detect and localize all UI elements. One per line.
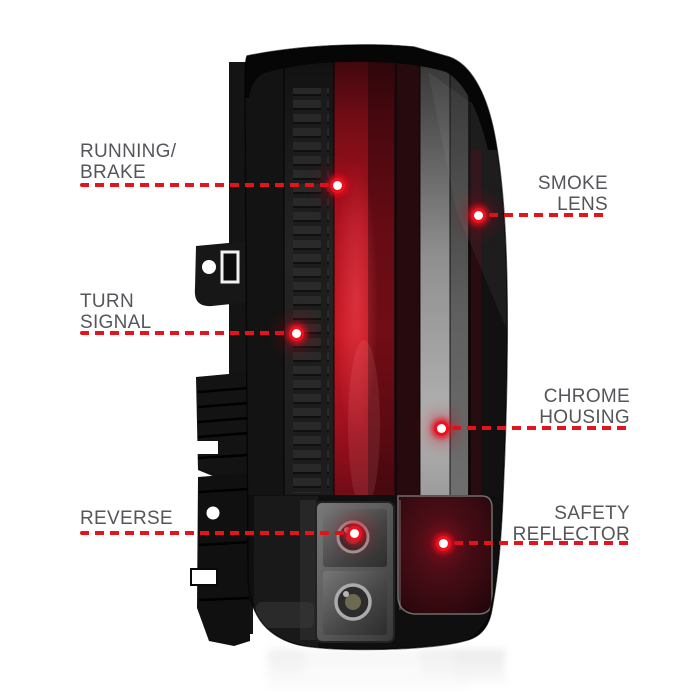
mounting-bracket [190,62,253,646]
callout-dash-line [452,426,627,430]
label-line: REFLECTOR [512,524,630,545]
callout-label: REVERSE [80,508,173,529]
callout-label: SMOKE LENS [538,173,608,215]
callout-dash-line [489,213,608,217]
lens-body [244,44,509,651]
label-line: TURN [80,291,134,312]
floor-reflection [150,646,590,700]
callout-label: TURN SIGNAL [80,291,152,333]
label-line: LENS [557,194,608,215]
label-line: HOUSING [539,407,630,428]
callout-target-dot [292,329,301,338]
callout-target-dot [333,181,342,190]
callout-label: SAFETY REFLECTOR [513,503,630,545]
callout-target-dot [474,211,483,220]
callout-target-dot [350,529,359,538]
safety-reflector-panel [397,495,493,615]
label-line: BRAKE [80,162,146,183]
callout-dash-line [80,531,346,535]
label-line: REVERSE [80,508,173,529]
callout-target-dot [437,424,446,433]
label-line: SAFETY [554,503,630,524]
callout-label: CHROME HOUSING [539,386,630,428]
callout-dash-line [80,183,329,187]
label-line: SMOKE [537,173,608,194]
label-line: SIGNAL [80,312,152,333]
label-line: CHROME [543,386,630,407]
callout-target-dot [439,539,448,548]
callout-dash-line [454,541,631,545]
callout-label: RUNNING/ BRAKE [80,141,176,183]
callout-dash-line [80,331,288,335]
label-line: RUNNING/ [80,141,177,162]
